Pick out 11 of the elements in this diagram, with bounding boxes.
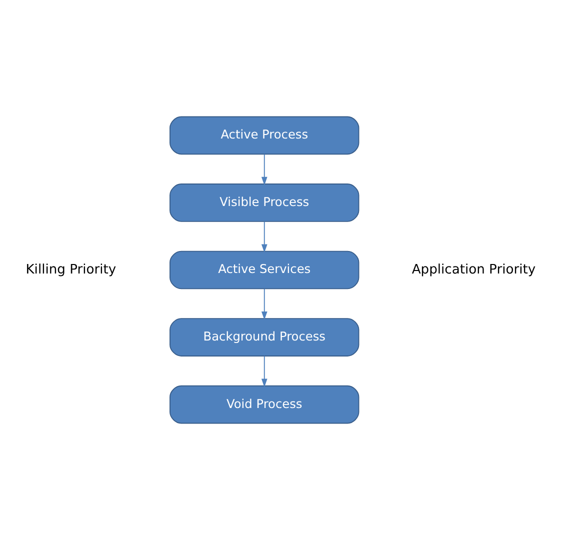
node-box: Background Process — [170, 318, 360, 356]
node-box: Active Process — [170, 116, 360, 155]
arrow — [261, 221, 268, 253]
node-box: Visible Process — [170, 184, 360, 222]
arrow — [261, 288, 268, 320]
arrow — [261, 154, 268, 186]
arrow — [261, 356, 268, 388]
label: Killing Priority — [26, 262, 116, 278]
node-box: Active Services — [170, 250, 360, 290]
node-box: Void Process — [170, 385, 360, 424]
label: Application Priority — [412, 262, 536, 278]
